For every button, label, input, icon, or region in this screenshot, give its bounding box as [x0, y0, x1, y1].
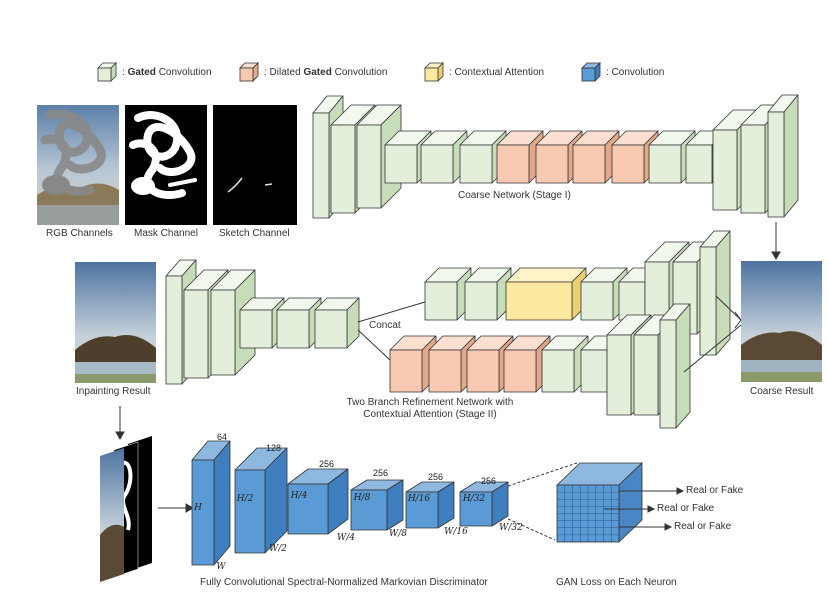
refinement-label-line2: Contextual Attention (Stage II): [363, 409, 497, 420]
coarse-network-label: Coarse Network (Stage I): [458, 190, 571, 201]
discriminator-caption: Fully Convolutional Spectral-Normalized …: [200, 577, 488, 588]
disc-channels-2: 128: [266, 443, 282, 453]
disc-w-4: W/8: [388, 529, 407, 539]
coarse-network: [312, 94, 799, 219]
refinement-label-line1: Two Branch Refinement Network with: [346, 397, 514, 408]
disc-h-5: H/16: [407, 494, 431, 504]
legend-gated: : Gated Convolution: [96, 62, 212, 82]
inpainting-result-image: [75, 262, 156, 383]
discriminator-input-stack: [100, 436, 152, 582]
refine-block: [314, 297, 360, 349]
legend-gated-suffix: Convolution: [158, 66, 212, 78]
disc-layer: [191, 440, 231, 566]
gan-output-arrows: [604, 487, 685, 531]
legend-gated-bold: Gated: [127, 66, 156, 78]
refine-block: [210, 269, 256, 376]
sketch-channel-image: [213, 105, 297, 225]
rgb-channel-image: [37, 105, 119, 225]
refine-dilated-block: [389, 335, 437, 393]
mask-channel-image: [125, 105, 207, 225]
coarse-result-label: Coarse Result: [750, 386, 814, 397]
gated-conv-swatch-icon: [97, 62, 117, 82]
contextual-attention-block: [505, 267, 587, 321]
disc-channels-4: 256: [373, 468, 389, 478]
refine-top-block: [424, 267, 472, 321]
gan-output-cube: [556, 462, 643, 543]
disc-layer: [405, 481, 455, 529]
disc-h-2: H/2: [236, 494, 254, 504]
mask-channel-label: Mask Channel: [134, 228, 198, 239]
legend-conv: : Convolution: [580, 62, 664, 82]
refine-bottom-block: [659, 303, 691, 429]
disc-h-3: H/4: [290, 491, 308, 501]
contextual-attention-swatch-icon: [424, 62, 444, 82]
legend-dilated-bold: Gated: [303, 66, 332, 78]
rgb-channels-label: RGB Channels: [46, 228, 113, 239]
discriminator: [191, 440, 509, 566]
gan-loss-caption: GAN Loss on Each Neuron: [556, 577, 677, 588]
refine-top-block: [464, 267, 512, 321]
disc-layer: [234, 447, 288, 554]
disc-h-4: H/8: [353, 493, 371, 503]
legend-gated-prefix: :: [122, 66, 125, 78]
refinement-network: [165, 230, 742, 429]
refine-top-block: [699, 230, 731, 356]
refine-block: [276, 297, 322, 349]
flow-arrows: [115, 222, 781, 513]
disc-w-6: W/32: [499, 523, 523, 533]
legend: : Gated Convolution : Dilated Gated Conv…: [0, 62, 828, 86]
coarse-block: [767, 94, 799, 218]
dilated-conv-swatch-icon: [239, 62, 259, 82]
real-or-fake-label-2: Real or Fake: [657, 503, 715, 514]
refine-arrows: [683, 295, 742, 373]
concat-label: Concat: [369, 320, 401, 331]
disc-w-2: W/2: [268, 544, 287, 554]
disc-h-1: H: [194, 503, 202, 513]
disc-layer: [459, 481, 509, 527]
disc-w-3: W/4: [336, 533, 355, 543]
concat-connectors: [357, 301, 426, 361]
disc-channels-3: 256: [319, 459, 335, 469]
coarse-dilated-block: [535, 130, 583, 184]
real-or-fake-label-3: Real or Fake: [674, 521, 732, 532]
disc-w-5: W/16: [444, 527, 468, 537]
legend-dilated-suffix: Convolution: [334, 66, 388, 78]
sketch-channel-label: Sketch Channel: [219, 228, 290, 239]
legend-contextual: : Contextual Attention: [423, 62, 544, 82]
disc-channels-5: 256: [428, 472, 444, 482]
disc-layer: [287, 468, 349, 535]
inpainting-result-label: Inpainting Result: [76, 386, 151, 397]
gan-connector-lines: [507, 462, 578, 541]
disc-channels-1: 64: [217, 432, 228, 442]
legend-conv-label: : Convolution: [606, 66, 665, 78]
disc-w-1: W: [216, 562, 226, 572]
legend-contextual-label: : Contextual Attention: [449, 66, 545, 78]
disc-layer: [350, 479, 404, 531]
disc-channels-6: 256: [481, 476, 497, 486]
legend-dilated: : Dilated Gated Convolution: [238, 62, 387, 82]
refine-dilated-block: [466, 335, 514, 393]
disc-h-6: H/32: [462, 494, 486, 504]
coarse-result-image: [741, 261, 822, 382]
conv-swatch-icon: [581, 62, 601, 82]
real-or-fake-label-1: Real or Fake: [686, 485, 744, 496]
legend-dilated-prefix: : Dilated: [264, 66, 301, 78]
